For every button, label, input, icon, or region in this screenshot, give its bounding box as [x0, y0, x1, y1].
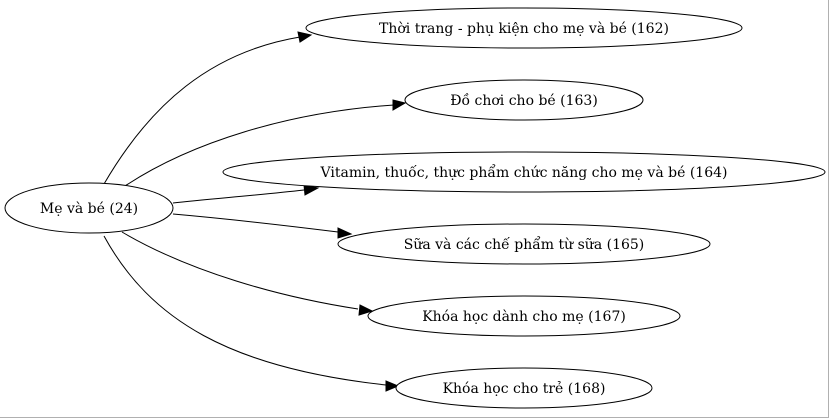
- node-165-label: Sữa và các chế phẩm từ sữa (165): [404, 235, 645, 253]
- edge-24-165: [172, 213, 353, 239]
- edge-24-168-arrowhead: [385, 380, 400, 392]
- edge-24-167-line: [121, 231, 359, 310]
- edge-24-168: [103, 235, 400, 392]
- edge-24-165-line: [172, 213, 339, 233]
- node-root-label: Mẹ và bé (24): [40, 200, 138, 217]
- edge-24-163: [121, 99, 407, 189]
- edge-24-165-arrowhead: [337, 227, 353, 239]
- node-vitamin-thuoc[interactable]: Vitamin, thuốc, thực phẩm chức năng cho …: [222, 151, 826, 193]
- node-sua-va-che-pham[interactable]: Sữa và các chế phẩm từ sữa (165): [337, 223, 711, 265]
- node-164-label: Vitamin, thuốc, thực phẩm chức năng cho …: [320, 163, 728, 181]
- edge-24-164-line: [172, 189, 305, 204]
- node-162-label: Thời trang - phụ kiện cho mẹ và bé (162): [379, 20, 669, 37]
- edge-24-162: [103, 31, 313, 185]
- edge-24-163-line: [121, 104, 395, 189]
- node-root-me-va-be[interactable]: Mẹ và bé (24): [4, 182, 174, 234]
- node-thoi-trang-phu-kien[interactable]: Thời trang - phụ kiện cho mẹ và bé (162): [305, 7, 743, 49]
- node-163-label: Đồ chơi cho bé (163): [450, 92, 598, 109]
- edge-24-163-arrowhead: [392, 99, 407, 111]
- node-168-label: Khóa học cho trẻ (168): [443, 380, 606, 397]
- edge-24-168-line: [103, 235, 387, 386]
- node-khoa-hoc-cho-tre[interactable]: Khóa học cho trẻ (168): [395, 367, 653, 409]
- edge-24-164: [172, 184, 320, 204]
- edge-24-167-arrowhead: [358, 304, 374, 316]
- edge-24-162-arrowhead: [297, 31, 313, 43]
- node-khoa-hoc-danh-cho-me[interactable]: Khóa học dành cho mẹ (167): [367, 295, 681, 337]
- edge-24-162-line: [103, 36, 301, 185]
- node-do-choi-cho-be[interactable]: Đồ chơi cho bé (163): [404, 79, 644, 121]
- node-167-label: Khóa học dành cho mẹ (167): [422, 308, 626, 325]
- edge-24-167: [121, 231, 374, 316]
